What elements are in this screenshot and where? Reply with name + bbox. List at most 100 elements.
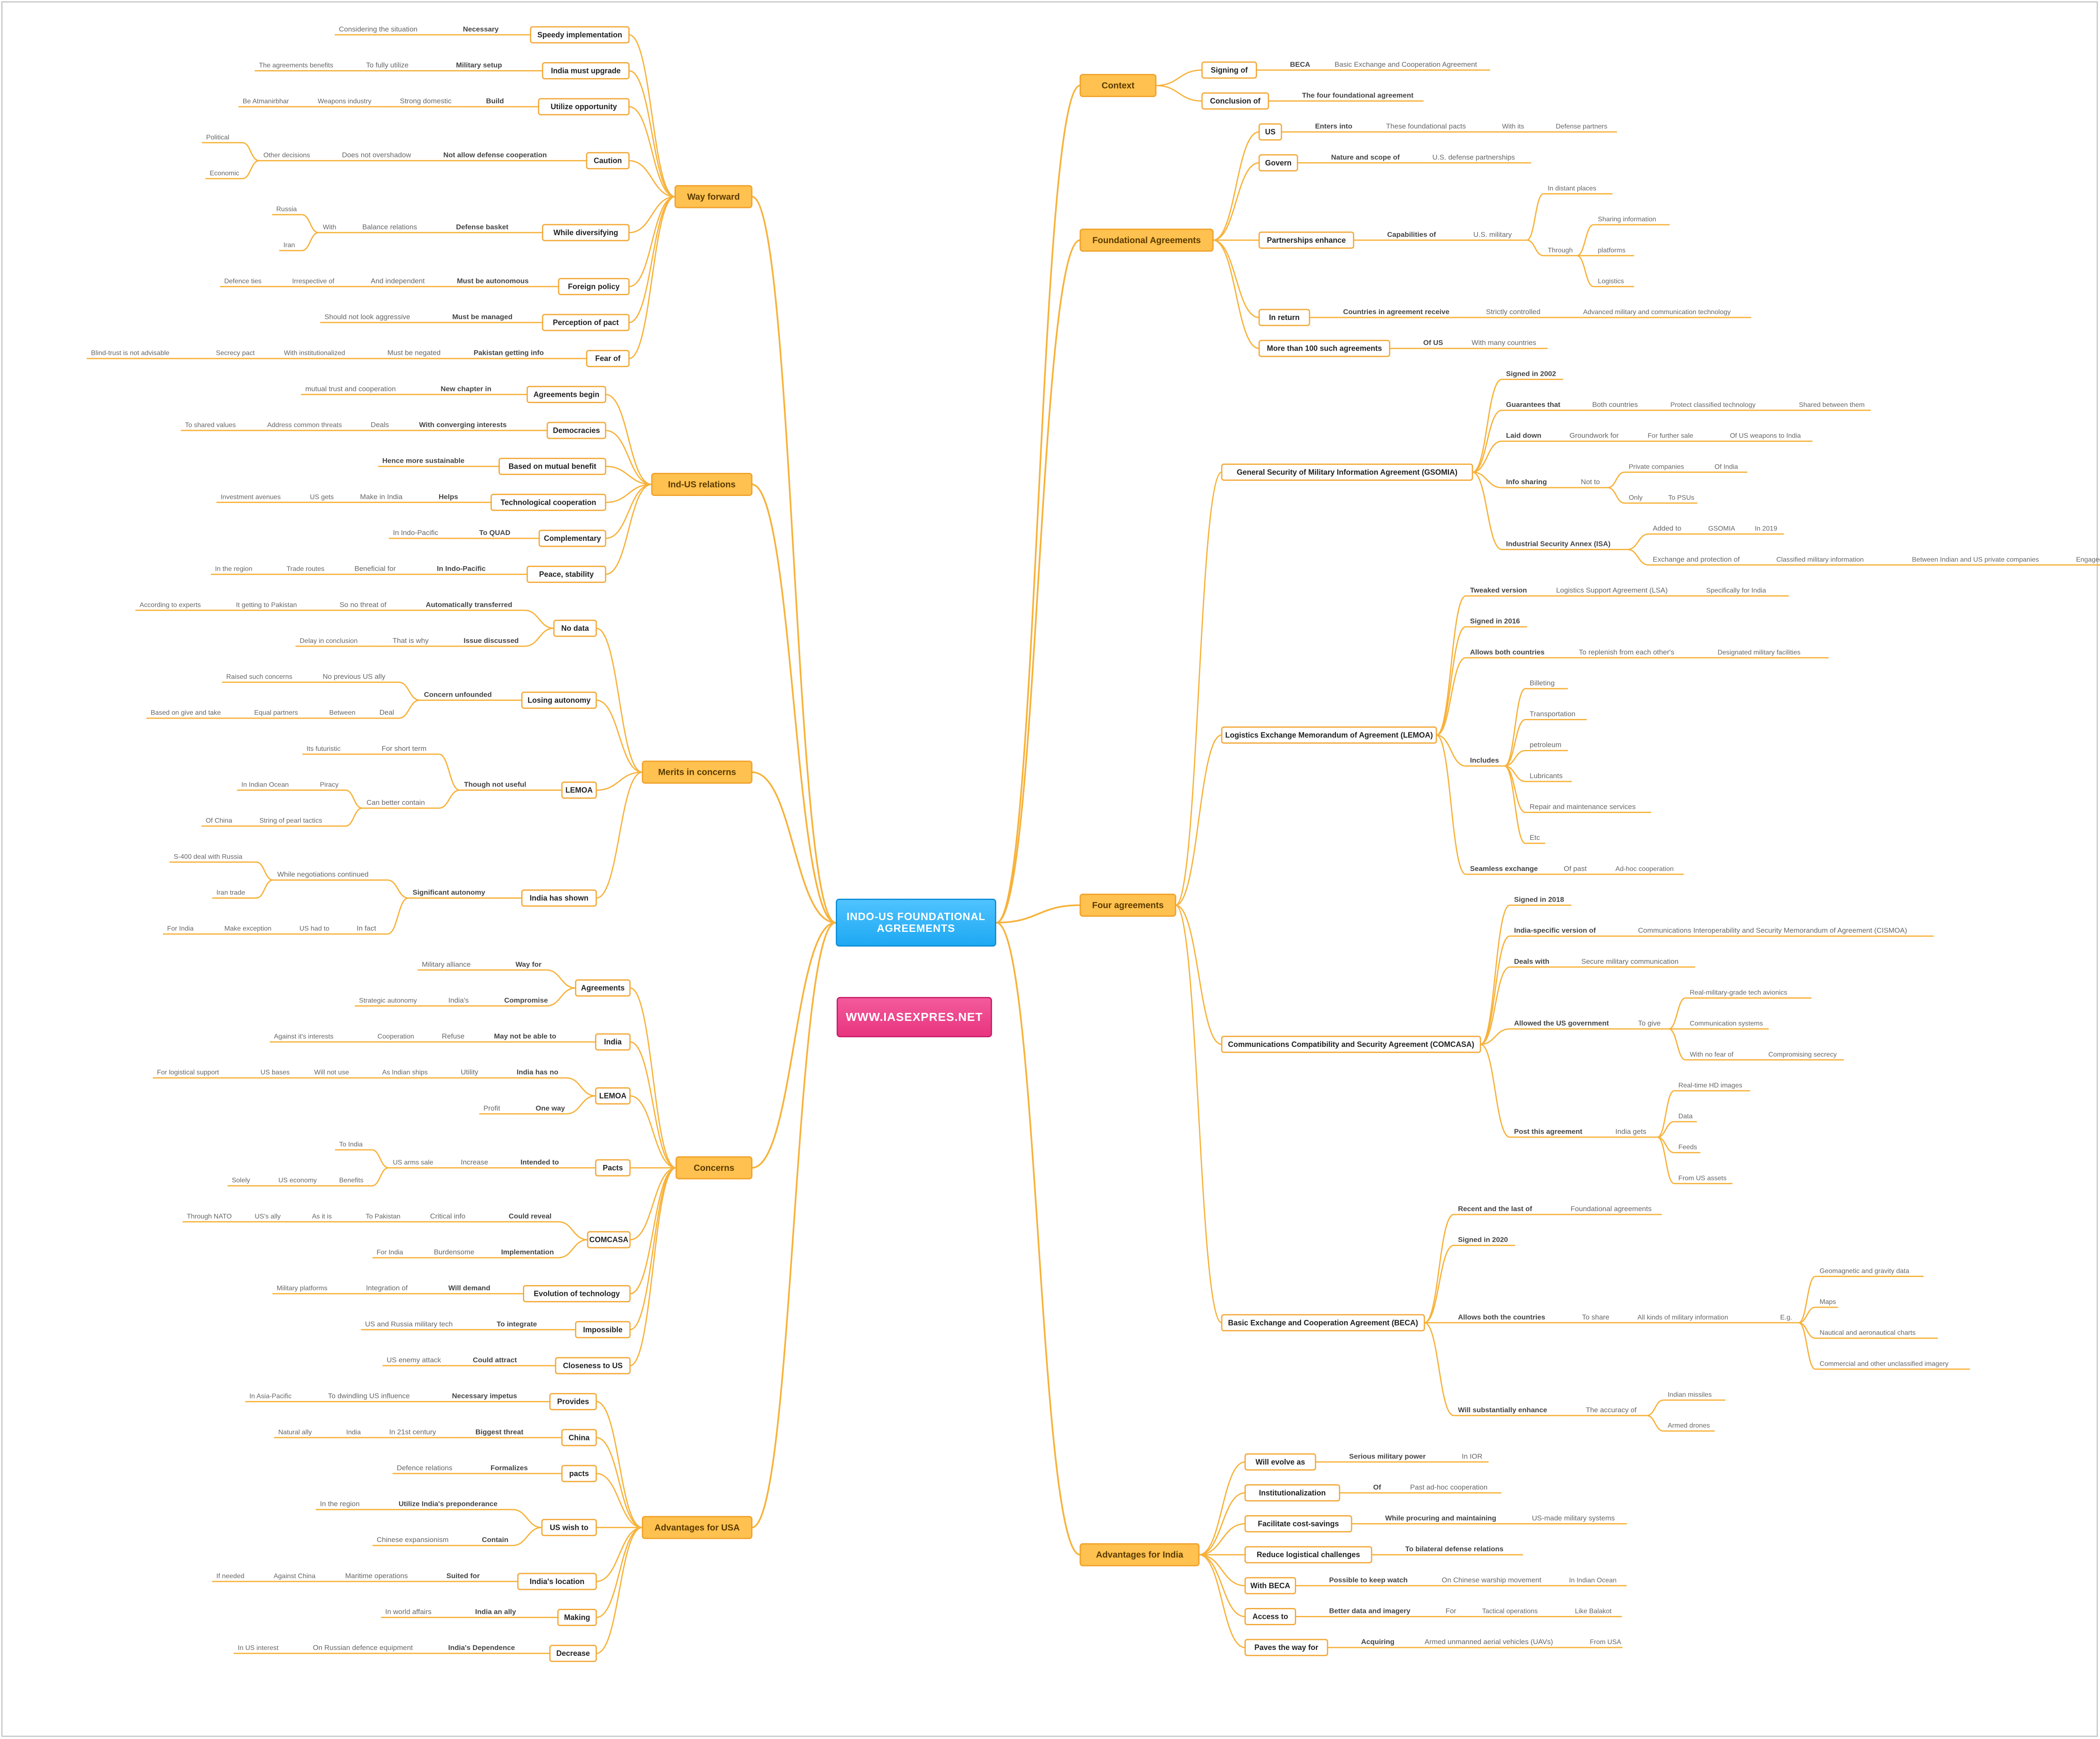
label-ad-hoc-cooperation[interactable]: Ad-hoc cooperation	[1615, 866, 1674, 873]
label-so-no-threat-of[interactable]: So no threat of	[339, 601, 386, 609]
label-us-and-russia-military-tech[interactable]: US and Russia military tech	[365, 1320, 453, 1328]
label-not-to[interactable]: Not to	[1581, 478, 1600, 486]
label-to-share[interactable]: To share	[1582, 1313, 1609, 1321]
topic-partnerships-enhance[interactable]: Partnerships enhance	[1258, 231, 1354, 249]
label-military-alliance[interactable]: Military alliance	[422, 960, 470, 968]
label-way-for[interactable]: Way for	[516, 960, 542, 968]
topic-agreements-begin[interactable]: Agreements begin	[526, 386, 606, 403]
topic-no-data[interactable]: No data	[553, 619, 597, 637]
label-for-logistical-support[interactable]: For logistical support	[157, 1069, 219, 1076]
topic-reduce-logistical-challenges[interactable]: Reduce logistical challenges	[1244, 1546, 1373, 1563]
label-communication-systems[interactable]: Communication systems	[1690, 1020, 1763, 1027]
label-beca[interactable]: BECA	[1290, 60, 1310, 68]
branch-way-forward[interactable]: Way forward	[675, 185, 753, 208]
label-with-no-fear-of[interactable]: With no fear of	[1690, 1051, 1734, 1058]
label-u-s-defense-partnerships[interactable]: U.S. defense partnerships	[1432, 153, 1515, 161]
label-in-2019[interactable]: In 2019	[1755, 525, 1777, 532]
label-trade-routes[interactable]: Trade routes	[286, 566, 324, 573]
label-tweaked-version[interactable]: Tweaked version	[1470, 586, 1527, 594]
label-weapons-industry[interactable]: Weapons industry	[318, 98, 371, 105]
label-countries-in-agreement-receive[interactable]: Countries in agreement receive	[1343, 308, 1449, 316]
label-foundational-agreements[interactable]: Foundational agreements	[1571, 1205, 1652, 1213]
label-with-many-countries[interactable]: With many countries	[1472, 339, 1536, 347]
label-will-demand[interactable]: Will demand	[448, 1284, 490, 1292]
label-string-of-pearl-tactics[interactable]: String of pearl tactics	[260, 817, 322, 824]
label-significant-autonomy[interactable]: Significant autonomy	[412, 888, 485, 896]
topic-basic-exchange-and-cooperation-agreement-beca[interactable]: Basic Exchange and Cooperation Agreement…	[1221, 1314, 1425, 1332]
label-may-not-be-able-to[interactable]: May not be able to	[494, 1032, 556, 1040]
label-not-allow-defense-cooperation[interactable]: Not allow defense cooperation	[444, 151, 547, 159]
label-will-not-use[interactable]: Will not use	[314, 1069, 349, 1076]
topic-evolution-of-technology[interactable]: Evolution of technology	[523, 1285, 631, 1303]
label-maritime-operations[interactable]: Maritime operations	[345, 1572, 408, 1580]
label-signed-in-2016[interactable]: Signed in 2016	[1470, 617, 1520, 625]
label-defense-partners[interactable]: Defense partners	[1556, 123, 1607, 130]
label-one-way[interactable]: One way	[536, 1104, 565, 1112]
label-strategic-autonomy[interactable]: Strategic autonomy	[359, 997, 417, 1004]
label-be-atmanirbhar[interactable]: Be Atmanirbhar	[243, 98, 289, 105]
label-added-to[interactable]: Added to	[1653, 525, 1681, 532]
label-of[interactable]: Of	[1373, 1483, 1381, 1491]
label-etc[interactable]: Etc	[1530, 834, 1540, 842]
label-that-is-why[interactable]: That is why	[393, 637, 429, 645]
label-indian-missiles[interactable]: Indian missiles	[1668, 1391, 1712, 1398]
label-e-g[interactable]: E.g.	[1780, 1314, 1792, 1321]
label-better-data-and-imagery[interactable]: Better data and imagery	[1329, 1607, 1410, 1615]
label-strong-domestic[interactable]: Strong domestic	[400, 97, 452, 105]
label-from-us-assets[interactable]: From US assets	[1678, 1175, 1727, 1182]
label-acquiring[interactable]: Acquiring	[1361, 1638, 1394, 1646]
label-includes[interactable]: Includes	[1470, 756, 1499, 764]
label-political[interactable]: Political	[206, 134, 229, 141]
label-signed-in-2002[interactable]: Signed in 2002	[1506, 370, 1556, 378]
label-feeds[interactable]: Feeds	[1678, 1144, 1697, 1151]
label-maps[interactable]: Maps	[1819, 1298, 1836, 1306]
topic-making[interactable]: Making	[557, 1609, 597, 1626]
topic-in-return[interactable]: In return	[1258, 309, 1310, 326]
label-other-decisions[interactable]: Other decisions	[263, 152, 310, 159]
label-delay-in-conclusion[interactable]: Delay in conclusion	[300, 637, 358, 645]
label-with-converging-interests[interactable]: With converging interests	[419, 421, 507, 429]
label-advanced-military-and-communication-technology[interactable]: Advanced military and communication tech…	[1583, 309, 1730, 316]
label-burdensome[interactable]: Burdensome	[434, 1248, 474, 1256]
label-communications-interoperability-and-security-memorandum-of-agreement-cismoa[interactable]: Communications Interoperability and Secu…	[1638, 926, 1907, 934]
label-private-companies[interactable]: Private companies	[1629, 463, 1684, 470]
label-in-indo-pacific[interactable]: In Indo-Pacific	[437, 565, 486, 573]
topic-closeness-to-us[interactable]: Closeness to US	[555, 1357, 631, 1374]
label-lubricants[interactable]: Lubricants	[1530, 772, 1562, 780]
label-in-the-region[interactable]: In the region	[215, 566, 252, 573]
label-equal-partners[interactable]: Equal partners	[254, 709, 298, 716]
label-formalizes[interactable]: Formalizes	[491, 1464, 528, 1472]
label-in-world-affairs[interactable]: In world affairs	[385, 1608, 431, 1616]
label-real-time-hd-images[interactable]: Real-time HD images	[1678, 1082, 1742, 1089]
topic-logistics-exchange-memorandum-of-agreement-lemoa[interactable]: Logistics Exchange Memorandum of Agreeme…	[1221, 726, 1437, 744]
label-strictly-controlled[interactable]: Strictly controlled	[1486, 308, 1540, 316]
label-intended-to[interactable]: Intended to	[520, 1158, 559, 1166]
label-if-needed[interactable]: If needed	[216, 1573, 244, 1580]
topic-lemoa[interactable]: LEMOA	[561, 782, 597, 799]
topic-with-beca[interactable]: With BECA	[1244, 1577, 1296, 1595]
label-between-indian-and-us-private-companies[interactable]: Between Indian and US private companies	[1912, 556, 2039, 563]
label-suited-for[interactable]: Suited for	[446, 1572, 480, 1580]
label-transportation[interactable]: Transportation	[1530, 710, 1575, 718]
branch-merits-in-concerns[interactable]: Merits in concerns	[642, 761, 753, 784]
topic-decrease[interactable]: Decrease	[549, 1645, 597, 1662]
label-on-russian-defence-equipment[interactable]: On Russian defence equipment	[313, 1644, 413, 1652]
topic-provides[interactable]: Provides	[549, 1393, 597, 1411]
label-in-indian-ocean[interactable]: In Indian Ocean	[1569, 1577, 1617, 1584]
topic-impossible[interactable]: Impossible	[575, 1321, 631, 1338]
topic-losing-autonomy[interactable]: Losing autonomy	[521, 691, 597, 709]
label-in-21st-century[interactable]: In 21st century	[389, 1428, 436, 1436]
label-necessary-impetus[interactable]: Necessary impetus	[452, 1392, 517, 1400]
label-could-reveal[interactable]: Could reveal	[509, 1212, 551, 1220]
label-logistics-support-agreement-lsa[interactable]: Logistics Support Agreement (LSA)	[1556, 586, 1668, 594]
topic-india-s-location[interactable]: India's location	[517, 1573, 597, 1590]
label-laid-down[interactable]: Laid down	[1506, 432, 1541, 440]
topic-india-must-upgrade[interactable]: India must upgrade	[542, 62, 630, 79]
topic-peace-stability[interactable]: Peace, stability	[526, 566, 606, 583]
label-based-on-give-and-take[interactable]: Based on give and take	[151, 709, 221, 716]
label-though-not-useful[interactable]: Though not useful	[464, 781, 526, 789]
topic-technological-cooperation[interactable]: Technological cooperation	[490, 493, 606, 511]
topic-us[interactable]: US	[1258, 123, 1282, 141]
label-us-arms-sale[interactable]: US arms sale	[393, 1159, 433, 1166]
label-of-india[interactable]: Of India	[1714, 463, 1738, 470]
